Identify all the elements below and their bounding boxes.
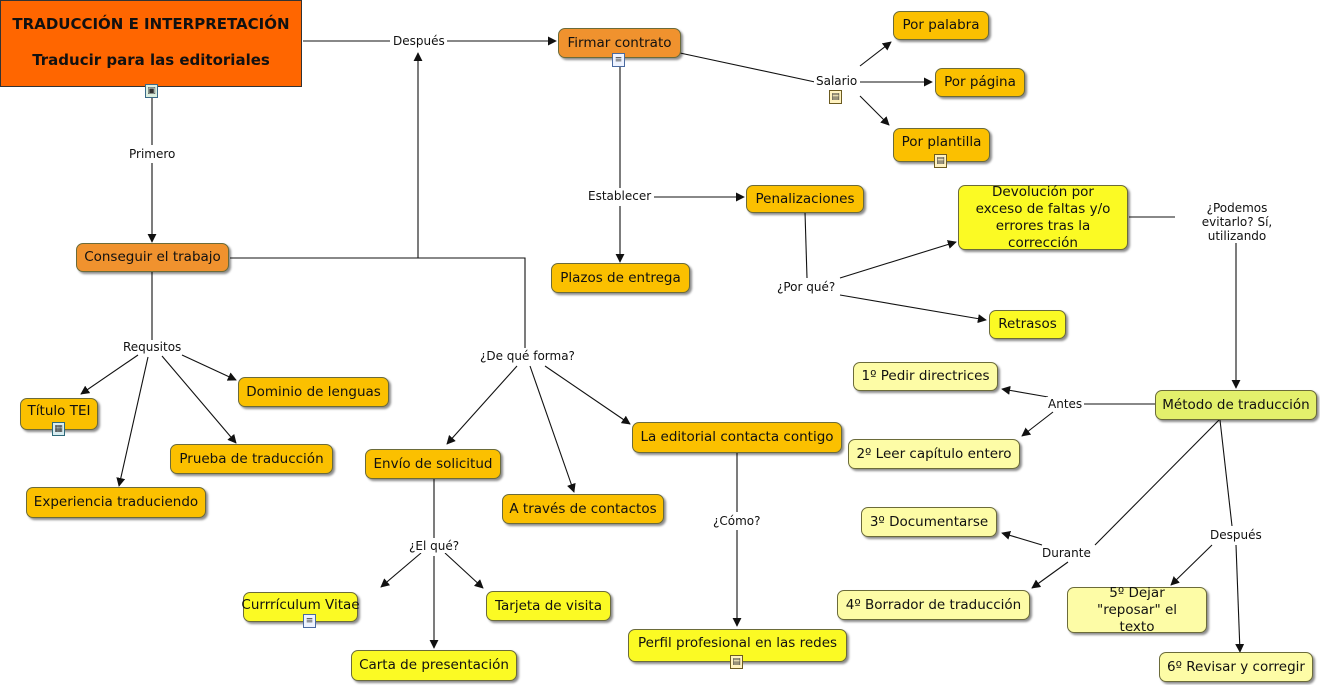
link-label-salario: Salario [814, 74, 860, 88]
node-label: Plazos de entrega [560, 269, 681, 286]
node-label: Por plantilla [901, 134, 982, 150]
link-label-el-que: ¿El qué? [407, 539, 462, 553]
node-plazos-entrega[interactable]: Plazos de entrega [551, 263, 690, 293]
node-por-palabra[interactable]: Por palabra [893, 11, 989, 40]
node-label: Método de traducción [1162, 396, 1310, 413]
node-label: Carta de presentación [359, 657, 509, 673]
node-label: 4º Borrador de traducción [845, 596, 1022, 613]
link-label-despues-metodo: Después [1208, 528, 1264, 542]
node-experiencia[interactable]: Experiencia traduciendo [26, 487, 206, 518]
node-label: Prueba de traducción [179, 450, 324, 467]
title-line-2: Traducir para las editoriales [32, 50, 270, 69]
node-label: Perfil profesional en las redes [637, 635, 838, 651]
node-penalizaciones[interactable]: Penalizaciones [746, 185, 864, 213]
node-por-pagina[interactable]: Por página [935, 68, 1025, 97]
node-paso-2[interactable]: 2º Leer capítulo entero [848, 439, 1020, 469]
node-label: 6º Revisar y corregir [1167, 658, 1305, 675]
node-retrasos[interactable]: Retrasos [989, 310, 1066, 339]
link-label-establecer: Establecer [586, 189, 654, 203]
link-label-por-que: ¿Por qué? [775, 280, 838, 294]
node-conseguir-trabajo[interactable]: Conseguir el trabajo [76, 243, 229, 272]
node-curriculum[interactable]: Currrículum Vitae [241, 592, 360, 622]
node-prueba-traduccion[interactable]: Prueba de traducción [170, 444, 333, 474]
node-label: Por palabra [902, 17, 980, 33]
node-label: La editorial contacta contigo [640, 429, 834, 445]
node-label: Firmar contrato [567, 34, 672, 51]
node-editorial-contacta[interactable]: La editorial contacta contigo [632, 422, 842, 453]
link-label-como: ¿Cómo? [711, 514, 763, 528]
node-dominio-lenguas[interactable]: Dominio de lenguas [238, 377, 389, 407]
node-tarjeta-visita[interactable]: Tarjeta de visita [486, 591, 611, 621]
document-icon[interactable]: ≡ [612, 53, 625, 67]
form-icon[interactable]: ▤ [829, 90, 842, 104]
node-paso-5[interactable]: 5º Dejar "reposar" el texto [1067, 584, 1207, 635]
node-paso-1[interactable]: 1º Pedir directrices [853, 362, 998, 391]
film-icon[interactable]: ▦ [52, 422, 65, 436]
node-label: Currrículum Vitae [241, 597, 360, 613]
link-label-primero: Primero [127, 147, 178, 161]
node-label: Penalizaciones [755, 190, 855, 207]
node-a-traves-contactos[interactable]: A través de contactos [502, 494, 664, 524]
node-label: 1º Pedir directrices [861, 368, 990, 384]
node-metodo-traduccion[interactable]: Método de traducción [1155, 390, 1317, 420]
node-paso-4[interactable]: 4º Borrador de traducción [837, 590, 1030, 620]
node-label: Envío de solicitud [373, 455, 493, 472]
node-label: Título TEI [27, 403, 91, 419]
node-devolucion[interactable]: Devolución por exceso de faltas y/o erro… [958, 183, 1128, 251]
node-label: Retrasos [998, 316, 1057, 332]
node-label: Por página [944, 74, 1016, 90]
title-line-1: TRADUCCIÓN E INTERPRETACIÓN [12, 14, 290, 33]
form-icon[interactable]: ▤ [934, 154, 947, 168]
node-carta-presentacion[interactable]: Carta de presentación [351, 650, 517, 681]
node-label: A través de contactos [509, 500, 657, 517]
node-label: Conseguir el trabajo [84, 249, 221, 265]
link-label-requisitos: Requsitos [121, 340, 184, 354]
node-label: 5º Dejar "reposar" el texto [1096, 584, 1177, 635]
link-label-durante: Durante [1040, 546, 1093, 560]
link-label-podemos-evitarlo: ¿Podemos evitarlo? Sí, utilizando [1177, 201, 1297, 243]
link-label-despues: Después [391, 34, 447, 48]
form-icon[interactable]: ▤ [730, 655, 743, 669]
node-label: Tarjeta de visita [494, 597, 602, 614]
node-label: Devolución por exceso de faltas y/o erro… [975, 183, 1111, 251]
node-label: Dominio de lenguas [246, 383, 381, 400]
node-paso-3[interactable]: 3º Documentarse [861, 507, 997, 537]
node-label: 3º Documentarse [869, 513, 989, 530]
document-icon[interactable]: ≡ [303, 614, 316, 628]
node-envio-solicitud[interactable]: Envío de solicitud [365, 449, 501, 479]
link-label-de-que-forma: ¿De qué forma? [478, 349, 577, 363]
link-label-antes: Antes [1046, 397, 1085, 411]
map-title: TRADUCCIÓN E INTERPRETACIÓN Traducir par… [0, 0, 302, 87]
image-icon[interactable]: ▣ [145, 84, 158, 98]
node-label: Experiencia traduciendo [33, 494, 199, 510]
node-paso-6[interactable]: 6º Revisar y corregir [1159, 652, 1313, 682]
node-label: 2º Leer capítulo entero [856, 445, 1012, 462]
